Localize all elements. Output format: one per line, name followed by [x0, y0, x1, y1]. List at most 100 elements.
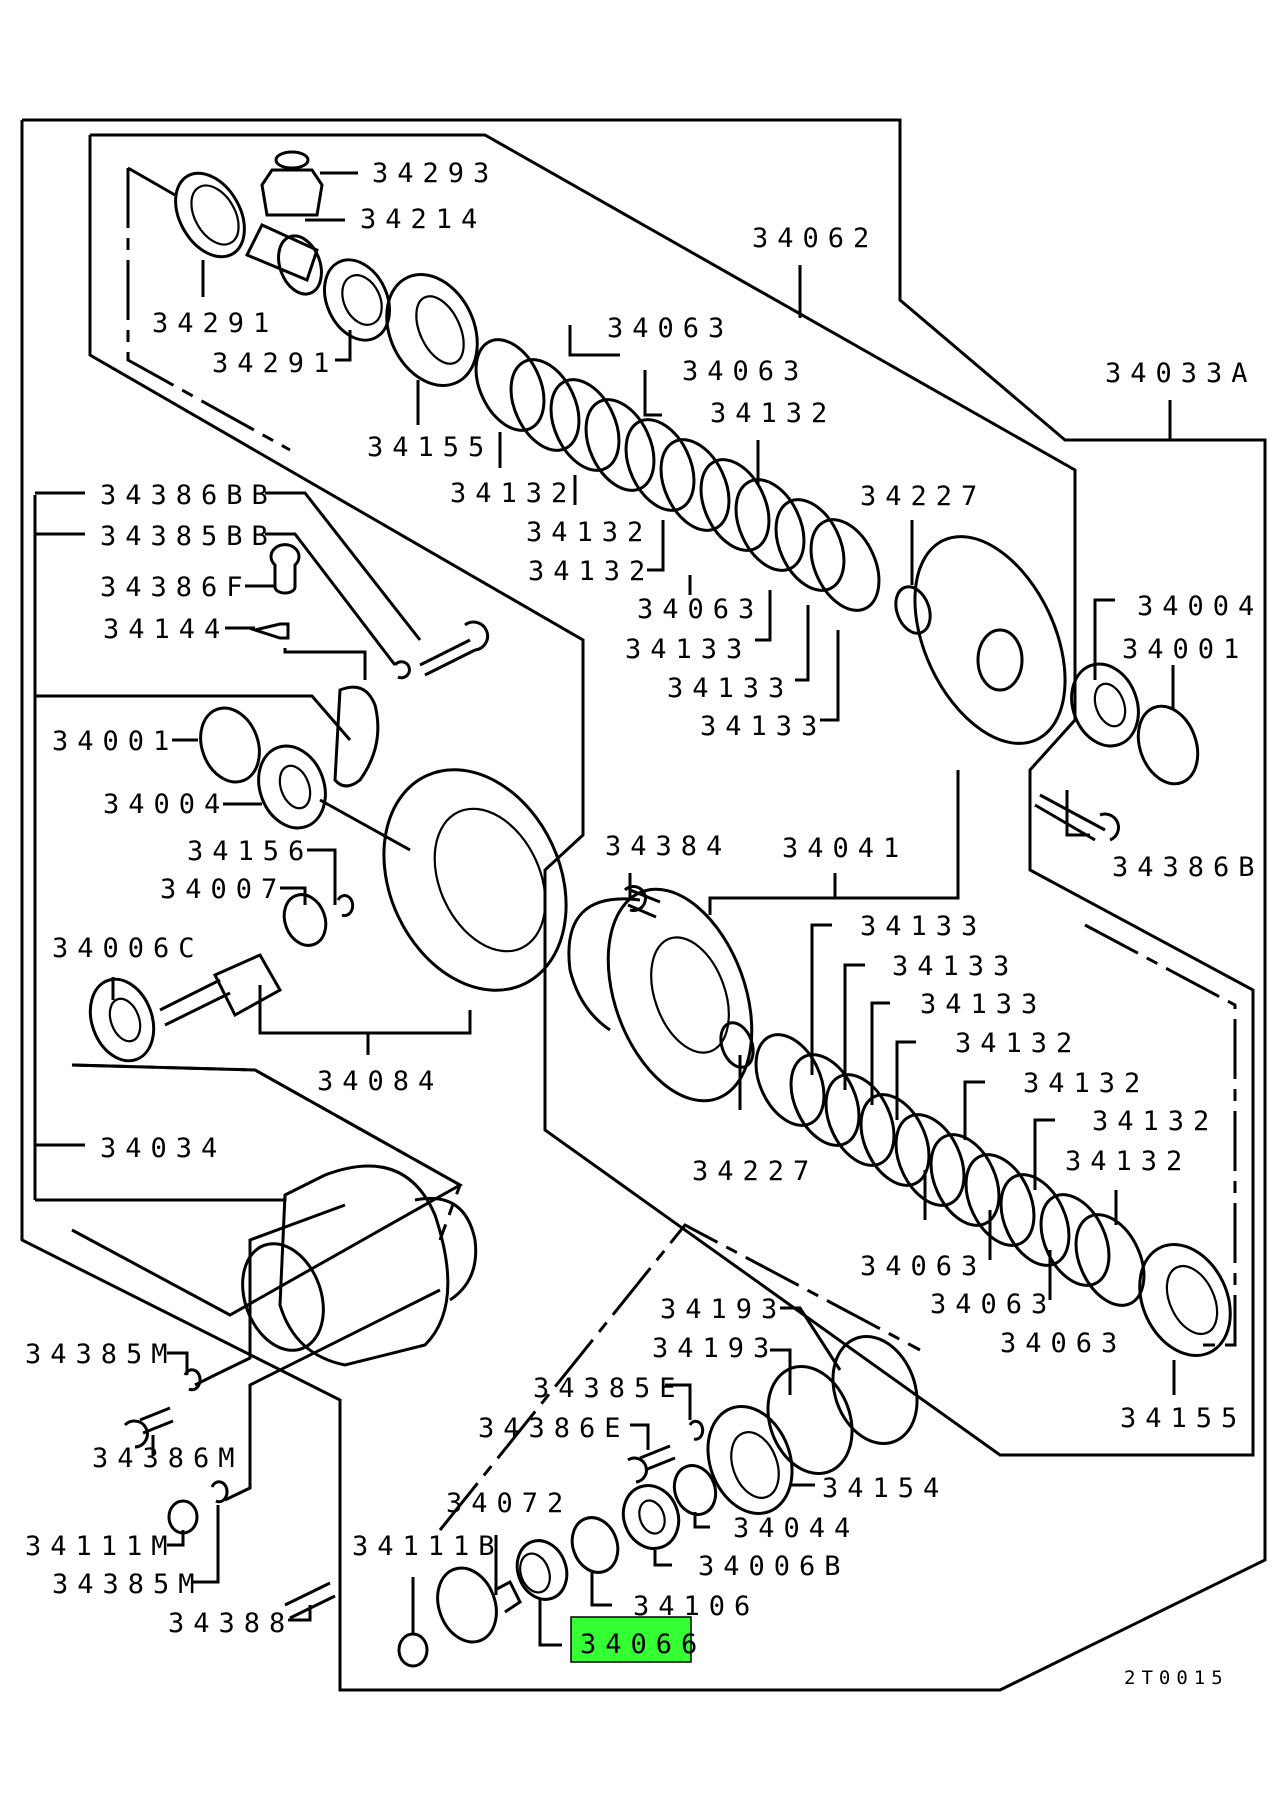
- label-34063-a[interactable]: 34063: [607, 313, 733, 344]
- label-34227-bottom[interactable]: 34227: [692, 1156, 818, 1187]
- clutch-plates-top: [474, 338, 881, 612]
- diff-case-half-bottom: [606, 887, 754, 1103]
- leader: [780, 1306, 842, 1371]
- label-34006B[interactable]: 34006B: [698, 1551, 850, 1582]
- label-34072[interactable]: 34072: [446, 1488, 572, 1519]
- label-34062[interactable]: 34062: [752, 223, 878, 254]
- pinion-rear-bearing-inner: [108, 997, 142, 1043]
- label-34004-right[interactable]: 34004: [1137, 591, 1263, 622]
- label-34041[interactable]: 34041: [782, 833, 908, 864]
- plate: [754, 1033, 826, 1127]
- label-34063-d[interactable]: 34063: [860, 1251, 986, 1282]
- label-34385M-a[interactable]: 34385M: [25, 1339, 177, 1370]
- label-34132-g[interactable]: 34132: [1092, 1106, 1218, 1137]
- plate: [774, 498, 846, 592]
- label-34066[interactable]: 34066: [580, 1629, 706, 1660]
- label-34386B[interactable]: 34386B: [1112, 852, 1264, 883]
- plate: [964, 1153, 1036, 1247]
- label-34133-e[interactable]: 34133: [892, 951, 1018, 982]
- label-34291-right[interactable]: 34291: [212, 348, 338, 379]
- diff-case-body: [567, 897, 641, 1032]
- label-34291-left[interactable]: 34291: [152, 308, 278, 339]
- label-34004-left[interactable]: 34004: [103, 789, 229, 820]
- label-34154[interactable]: 34154: [822, 1473, 948, 1504]
- label-34106[interactable]: 34106: [633, 1591, 759, 1622]
- leader: [647, 520, 665, 572]
- label-34132-e[interactable]: 34132: [955, 1028, 1081, 1059]
- label-34155-top[interactable]: 34155: [367, 432, 493, 463]
- label-34293[interactable]: 34293: [372, 158, 498, 189]
- label-34133-a[interactable]: 34133: [625, 634, 751, 665]
- label-34227-top[interactable]: 34227: [860, 481, 986, 512]
- snap-ring-34156: [336, 894, 355, 918]
- label-34193-b[interactable]: 34193: [652, 1333, 778, 1364]
- label-34006C[interactable]: 34006C: [52, 933, 204, 964]
- label-34111M[interactable]: 34111M: [25, 1531, 177, 1562]
- label-34033A[interactable]: 34033A: [1105, 358, 1257, 389]
- adjuster-right: [1136, 704, 1200, 786]
- label-34386M[interactable]: 34386M: [92, 1443, 244, 1474]
- plate: [929, 1133, 1001, 1227]
- label-34193-a[interactable]: 34193: [660, 1294, 786, 1325]
- pinion-rear-bearing: [88, 977, 156, 1063]
- washer-34385M-b: [210, 1480, 229, 1504]
- label-34388[interactable]: 34388: [168, 1608, 294, 1639]
- label-34133-c[interactable]: 34133: [700, 711, 826, 742]
- ring-gear-inner: [433, 807, 547, 953]
- leader: [224, 1288, 441, 1502]
- bolt-34386E: [627, 1444, 676, 1484]
- label-34384[interactable]: 34384: [605, 831, 731, 862]
- frame-inner-top: [126, 168, 291, 452]
- plate: [894, 1113, 966, 1207]
- label-34063-f[interactable]: 34063: [1000, 1328, 1126, 1359]
- label-34132-c[interactable]: 34132: [526, 517, 652, 548]
- leader: [643, 370, 662, 417]
- label-34132-b[interactable]: 34132: [450, 478, 576, 509]
- plate: [824, 1073, 896, 1167]
- label-34386E[interactable]: 34386E: [478, 1413, 630, 1444]
- dust-seal-inner: [519, 1552, 551, 1594]
- label-34063-b[interactable]: 34063: [682, 356, 808, 387]
- label-34133-d[interactable]: 34133: [860, 911, 986, 942]
- frame-pinion: [71, 1063, 464, 1317]
- highlight-box-34066[interactable]: [570, 1616, 692, 1663]
- label-34001-left[interactable]: 34001: [52, 726, 178, 757]
- label-34063-e[interactable]: 34063: [930, 1289, 1056, 1320]
- leader: [193, 1505, 220, 1584]
- label-34155-bottom[interactable]: 34155: [1120, 1403, 1246, 1434]
- leader: [963, 1080, 985, 1140]
- label-34063-c[interactable]: 34063: [637, 594, 763, 625]
- spacer-bottom: [719, 1021, 755, 1069]
- label-34385M-b[interactable]: 34385M: [52, 1569, 204, 1600]
- label-34385E[interactable]: 34385E: [533, 1373, 685, 1404]
- label-34001-right[interactable]: 34001: [1122, 634, 1248, 665]
- assembly-frames: [20, 118, 1267, 1692]
- plate: [789, 1053, 861, 1147]
- label-34111B[interactable]: 34111B: [352, 1531, 504, 1562]
- label-34084[interactable]: 34084: [317, 1066, 443, 1097]
- label-34386BB[interactable]: 34386BB: [100, 480, 277, 511]
- label-34132-h[interactable]: 34132: [1065, 1146, 1191, 1177]
- leader: [283, 648, 367, 680]
- leader: [167, 1530, 185, 1547]
- leader: [1093, 598, 1115, 680]
- label-34132-d[interactable]: 34132: [528, 556, 654, 587]
- label-34385BB[interactable]: 34385BB: [100, 521, 277, 552]
- plate: [1039, 1193, 1111, 1287]
- plate: [809, 518, 881, 612]
- label-34132-f[interactable]: 34132: [1023, 1068, 1149, 1099]
- label-34133-b[interactable]: 34133: [667, 673, 793, 704]
- label-34386F[interactable]: 34386F: [100, 572, 252, 603]
- part-shapes: [88, 150, 1232, 1668]
- label-34007[interactable]: 34007: [160, 874, 286, 905]
- side-gear-left-inner: [190, 184, 240, 246]
- gasket-outer: [831, 1335, 919, 1445]
- label-34132-a[interactable]: 34132: [710, 398, 836, 429]
- label-34144[interactable]: 34144: [103, 614, 229, 645]
- plate: [474, 338, 546, 432]
- label-34156[interactable]: 34156: [187, 836, 313, 867]
- label-34133-f[interactable]: 34133: [920, 989, 1046, 1020]
- label-34034[interactable]: 34034: [100, 1133, 226, 1164]
- label-34044[interactable]: 34044: [733, 1513, 859, 1544]
- label-34214[interactable]: 34214: [360, 204, 486, 235]
